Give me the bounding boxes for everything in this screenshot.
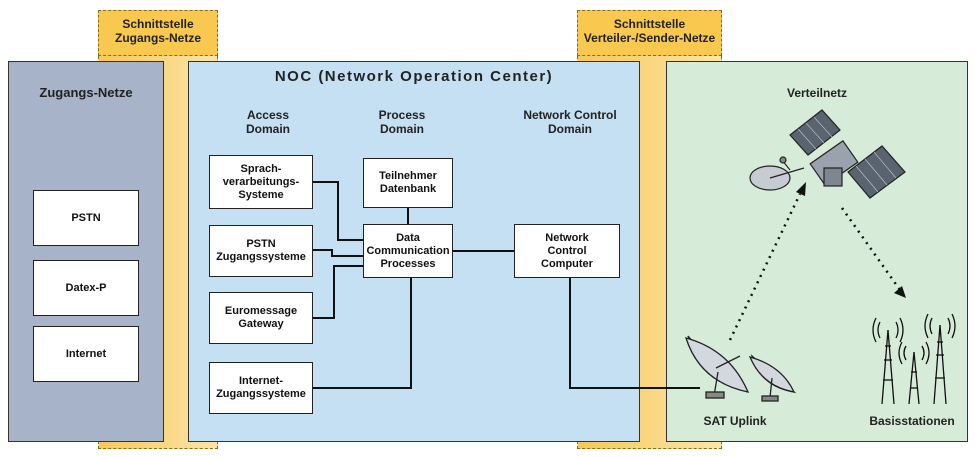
dcp-line3: Processes xyxy=(380,257,436,270)
domain-access-line2: Domain xyxy=(245,122,290,136)
euromessage-line1: Euromessage xyxy=(224,305,298,317)
sat-uplink-label: SAT Uplink xyxy=(703,414,767,428)
network-internet: Internet xyxy=(33,326,139,382)
domain-network-control-line2: Domain xyxy=(547,122,592,136)
internet-access-systems-box: Internet- Zugangssysteme xyxy=(209,362,313,414)
interface-access-line1: Schnittstelle xyxy=(122,17,194,31)
pstn-access-line2: Zugangssysteme xyxy=(216,251,306,263)
network-datex-p: Datex-P xyxy=(33,260,139,316)
internet-access-line2: Zugangssysteme xyxy=(216,388,306,400)
interface-label-access: Schnittstelle Zugangs-Netze xyxy=(98,10,218,56)
euromessage-gateway-box: Euromessage Gateway xyxy=(209,292,313,344)
downlink-arrow-head xyxy=(894,286,906,298)
connector-speech-dcp xyxy=(313,181,363,241)
network-control-computer-box: Network Control Computer xyxy=(514,224,620,278)
subscriber-db-line2: Datenbank xyxy=(379,183,437,195)
domain-process-label: Process Domain xyxy=(352,108,452,136)
base-stations-icon xyxy=(872,313,956,405)
noc-title: NOC (Network Operation Center) xyxy=(274,68,554,85)
connector-pstn-dcp xyxy=(313,249,363,257)
euromessage-line2: Gateway xyxy=(238,318,284,330)
speech-box-line1: Sprach- xyxy=(240,162,282,175)
domain-process-line2: Domain xyxy=(379,122,424,136)
subscriber-db-line1: Teilnehmer xyxy=(379,170,437,182)
ncc-line2: Control xyxy=(547,244,587,257)
sat-uplink-dish-icon xyxy=(685,335,797,402)
interface-distribution-line1: Schnittstelle xyxy=(613,17,686,31)
ncc-line3: Computer xyxy=(541,257,593,270)
interface-distribution-line2: Verteiler-/Sender-Netze xyxy=(583,31,716,45)
domain-access-line1: Access xyxy=(246,108,290,122)
ncc-line1: Network xyxy=(545,231,589,244)
speech-box-line2: verarbeitungs- xyxy=(222,175,300,188)
connector-lines xyxy=(313,181,700,389)
speech-processing-systems-box: Sprach- verarbeitungs- Systeme xyxy=(209,155,313,209)
interface-access-line2: Zugangs-Netze xyxy=(114,31,201,45)
internet-access-line1: Internet- xyxy=(239,375,283,387)
data-communication-processes-box: Data Communication Processes xyxy=(363,224,453,278)
subscriber-database-box: Teilnehmer Datenbank xyxy=(363,158,453,208)
distribution-network-title: Verteilnetz xyxy=(786,86,848,100)
connector-euromessage-dcp xyxy=(313,265,363,319)
satellite-icon xyxy=(749,109,906,199)
speech-box-line3: Systeme xyxy=(238,188,284,201)
connector-internet-dcp xyxy=(313,278,412,389)
pstn-access-line1: PSTN xyxy=(246,238,276,250)
dcp-line1: Data xyxy=(396,231,420,244)
access-networks-title: Zugangs-Netze xyxy=(39,85,133,100)
connector-ncc-uplink xyxy=(569,278,700,389)
domain-process-line1: Process xyxy=(378,108,426,122)
domain-network-control-label: Network Control Domain xyxy=(505,108,635,136)
uplink-link-dotted xyxy=(728,193,802,341)
base-stations-label: Basisstationen xyxy=(869,414,955,428)
interface-label-distribution: Schnittstelle Verteiler-/Sender-Netze xyxy=(577,10,722,56)
network-pstn: PSTN xyxy=(33,190,139,246)
uplink-arrow-head xyxy=(796,182,806,196)
domain-network-control-line1: Network Control xyxy=(523,108,617,122)
downlink-link-dotted xyxy=(840,207,902,291)
dcp-line2: Communication xyxy=(366,244,450,257)
domain-access-label: Access Domain xyxy=(218,108,318,136)
pstn-access-systems-box: PSTN Zugangssysteme xyxy=(209,225,313,277)
